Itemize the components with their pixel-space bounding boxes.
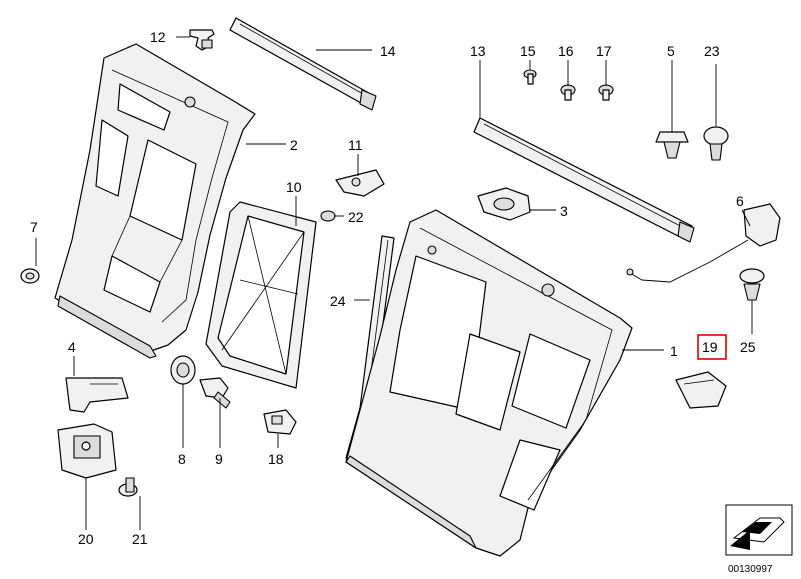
callout-6[interactable]: 6 xyxy=(736,193,744,209)
callout-17[interactable]: 17 xyxy=(596,43,612,59)
callout-13[interactable]: 13 xyxy=(470,43,486,59)
part-4-bracket[interactable] xyxy=(65,377,129,413)
callout-22[interactable]: 22 xyxy=(348,209,364,225)
part-21-bolt[interactable] xyxy=(118,477,138,497)
orientation-arrow-icon xyxy=(725,504,793,556)
part-25-clip[interactable] xyxy=(739,268,765,301)
diagram-code: 00130997 xyxy=(728,564,773,575)
callout-10[interactable]: 10 xyxy=(286,179,302,195)
part-5-push-clip[interactable] xyxy=(655,131,689,159)
callout-15[interactable]: 15 xyxy=(520,43,536,59)
callout-11[interactable]: 11 xyxy=(348,137,363,153)
part-15-screw[interactable] xyxy=(523,69,537,85)
part-10-inner-frame[interactable] xyxy=(205,201,317,389)
callout-24[interactable]: 24 xyxy=(330,293,346,309)
callout-23[interactable]: 23 xyxy=(704,43,720,59)
part-13-rail[interactable] xyxy=(473,117,695,243)
part-8-bushing[interactable] xyxy=(170,355,196,385)
selected-callout-box xyxy=(697,334,727,360)
part-1-right-backrest-frame[interactable] xyxy=(345,209,633,557)
part-9-bolt[interactable] xyxy=(199,377,231,409)
callout-19[interactable]: 19 xyxy=(702,339,718,355)
callout-9[interactable]: 9 xyxy=(215,451,223,467)
part-22-screw[interactable] xyxy=(320,210,336,222)
part-20-hinge-bracket[interactable] xyxy=(57,423,117,479)
callout-16[interactable]: 16 xyxy=(558,43,574,59)
callout-labels: 12 14 2 7 4 20 21 8 9 10 11 22 18 24 13 … xyxy=(30,29,756,547)
callout-2[interactable]: 2 xyxy=(290,137,298,153)
callout-20[interactable]: 20 xyxy=(78,531,94,547)
part-7-grommet[interactable] xyxy=(20,268,40,284)
callout-12[interactable]: 12 xyxy=(150,29,166,45)
part-6-cable-release[interactable] xyxy=(626,203,781,283)
callout-8[interactable]: 8 xyxy=(178,451,186,467)
callout-21[interactable]: 21 xyxy=(132,531,148,547)
part-23-rivet[interactable] xyxy=(703,126,729,161)
callout-3[interactable]: 3 xyxy=(560,203,568,219)
part-3-latch[interactable] xyxy=(477,187,531,221)
callout-1[interactable]: 1 xyxy=(670,343,678,359)
callout-7[interactable]: 7 xyxy=(30,219,38,235)
leader-lines xyxy=(35,36,753,530)
callout-14[interactable]: 14 xyxy=(380,43,396,59)
part-11-catch[interactable] xyxy=(335,169,385,197)
callout-4[interactable]: 4 xyxy=(68,339,76,355)
part-2-left-backrest-frame[interactable] xyxy=(54,43,256,359)
callout-25[interactable]: 25 xyxy=(740,339,756,355)
part-19-cover[interactable] xyxy=(675,371,727,409)
part-18-clip[interactable] xyxy=(263,409,297,435)
callout-5[interactable]: 5 xyxy=(667,43,675,59)
part-14-upper-rail[interactable] xyxy=(229,17,377,111)
part-16-screw[interactable] xyxy=(560,84,576,101)
part-12-clip[interactable] xyxy=(189,29,215,51)
callout-18[interactable]: 18 xyxy=(268,451,284,467)
part-17-screw[interactable] xyxy=(598,84,614,101)
